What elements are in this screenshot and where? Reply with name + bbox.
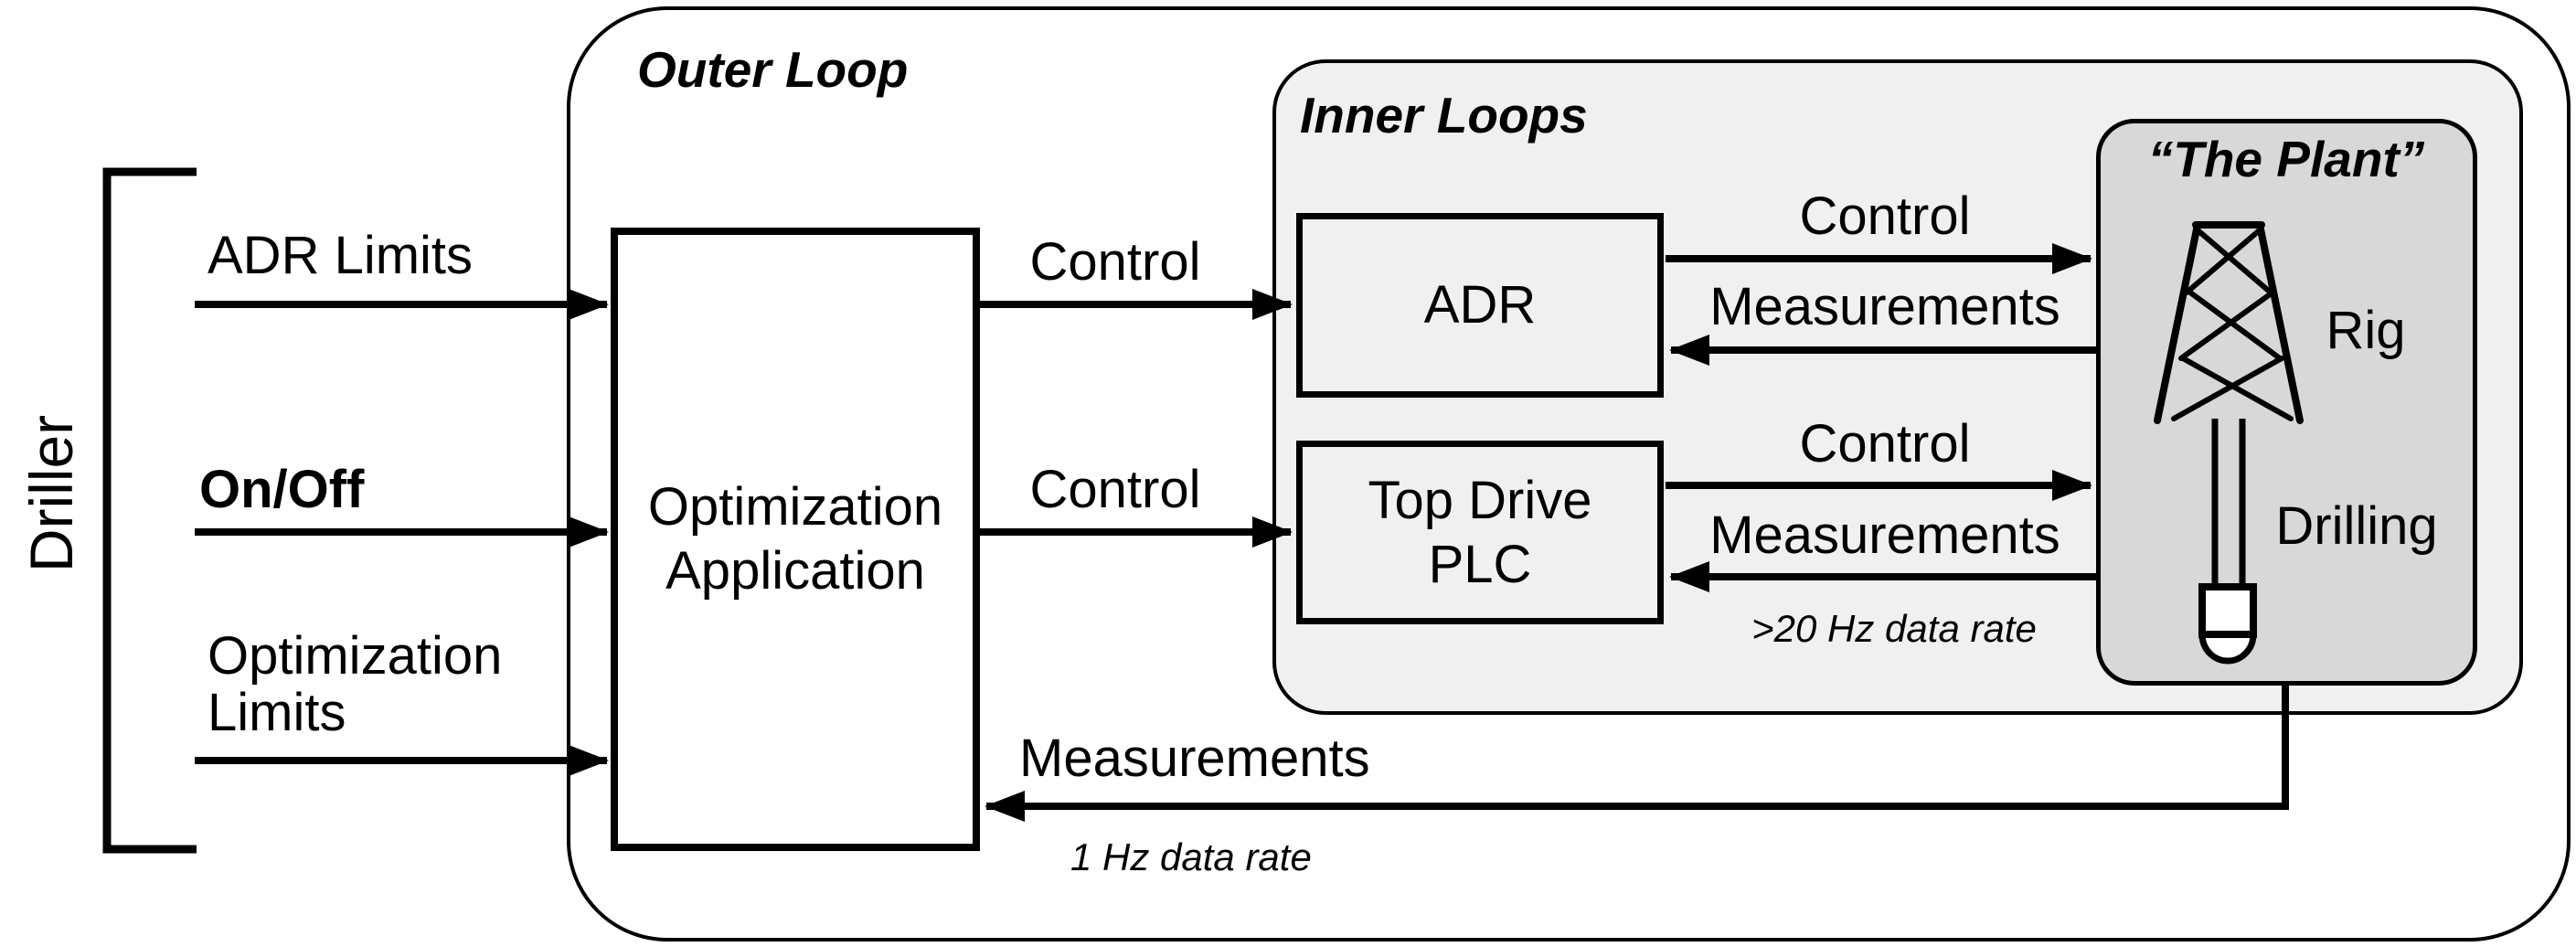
td-control-label: Control xyxy=(1799,414,1971,474)
adr-label: ADR xyxy=(1423,275,1537,335)
plant-container xyxy=(2096,119,2477,686)
outer-loop-title: Outer Loop xyxy=(637,41,909,98)
drilling-label: Drilling xyxy=(2275,496,2438,556)
feedback-measurements-label: Measurements xyxy=(1019,729,1370,788)
outer-control-td-label: Control xyxy=(1029,460,1201,519)
top-drive-plc-label: Top Drive PLC xyxy=(1368,470,1592,594)
top-drive-plc-box: Top Drive PLC xyxy=(1296,441,1664,624)
outer-control-adr-label: Control xyxy=(1029,232,1201,292)
plant-title: “The Plant” xyxy=(2147,131,2425,187)
on-off-label: On/Off xyxy=(199,460,365,519)
td-measurements-label: Measurements xyxy=(1709,505,2060,565)
adr-limits-label: ADR Limits xyxy=(208,226,474,285)
driller-label: Driller xyxy=(17,414,85,573)
optimization-limits-label: Optimization Limits xyxy=(208,626,503,742)
inner-loops-title: Inner Loops xyxy=(1300,87,1588,144)
optimization-application-label: Optimization Application xyxy=(647,477,943,601)
feedback-data-rate-label: 1 Hz data rate xyxy=(1070,835,1312,878)
adr-control-label: Control xyxy=(1799,186,1971,246)
adr-box: ADR xyxy=(1296,213,1664,398)
rig-label: Rig xyxy=(2326,301,2406,360)
td-data-rate-label: >20 Hz data rate xyxy=(1751,607,2037,650)
driller-bracket xyxy=(102,167,197,854)
optimization-application-box: Optimization Application xyxy=(611,228,980,851)
adr-measurements-label: Measurements xyxy=(1709,277,2060,336)
